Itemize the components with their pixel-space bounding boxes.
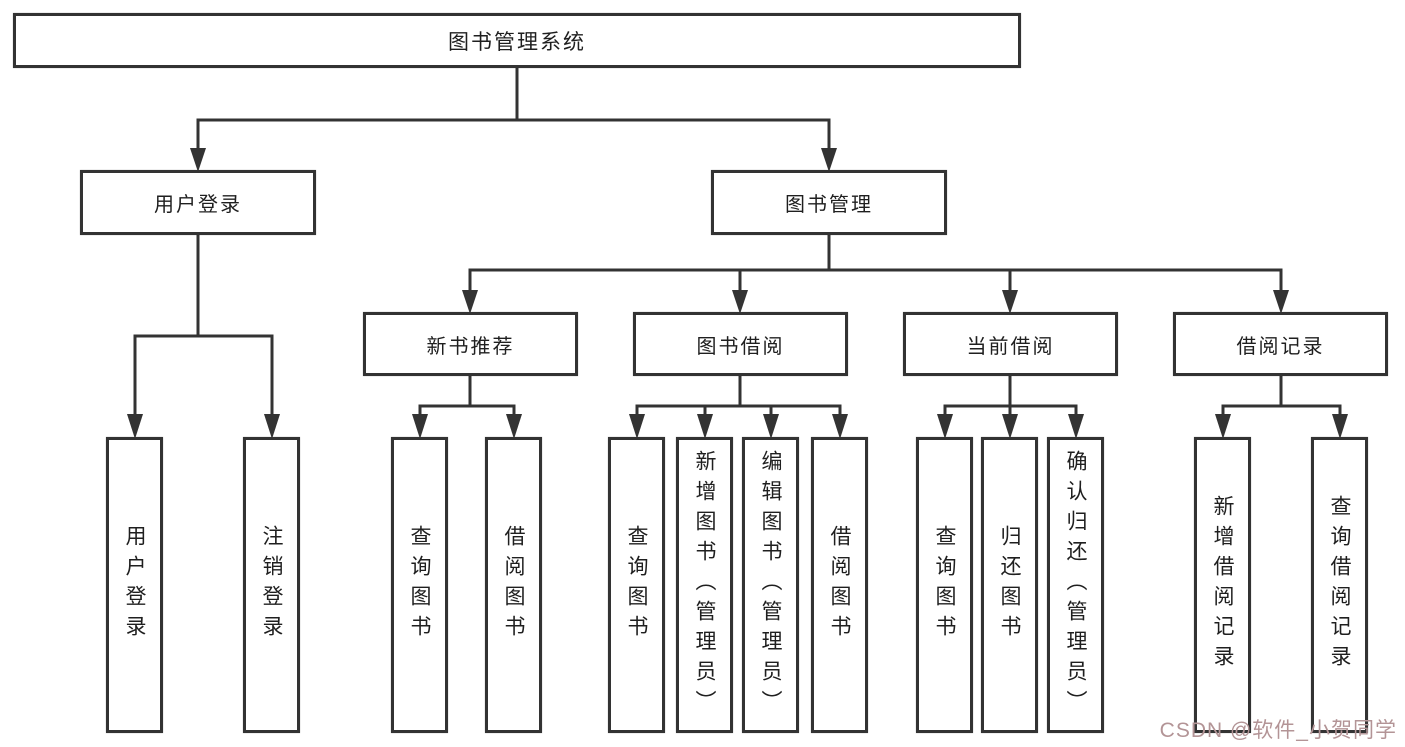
node-label: 查询图书 — [933, 525, 956, 645]
node-cb-confirm-return-admin: 确认归还（管理员） — [1047, 437, 1104, 733]
node-user-login: 用户登录 — [80, 170, 316, 235]
arrow-down-icon — [1068, 414, 1084, 439]
new-book-recommend-branch — [412, 374, 522, 439]
arrow-down-icon — [412, 414, 428, 439]
arrow-down-icon — [763, 414, 779, 439]
book-borrow-branch — [629, 374, 848, 439]
node-br-query-record: 查询借阅记录 — [1311, 437, 1368, 733]
arrow-down-icon — [629, 414, 645, 439]
node-br-add-record: 新增借阅记录 — [1194, 437, 1251, 733]
arrow-down-icon — [1332, 414, 1348, 439]
node-label: 新书推荐 — [426, 335, 515, 358]
arrow-down-icon — [1002, 414, 1018, 439]
node-label: 图书管理 — [785, 194, 873, 216]
node-label: 当前借阅 — [966, 335, 1055, 358]
arrow-down-icon — [1002, 290, 1018, 314]
node-label: 查询借阅记录 — [1328, 495, 1351, 675]
arrow-down-icon — [937, 414, 953, 439]
node-label: 用户登录 — [154, 194, 242, 216]
node-label: 注销登录 — [260, 525, 283, 645]
node-bb-borrow-book: 借阅图书 — [811, 437, 868, 733]
node-logout: 注销登录 — [243, 437, 300, 733]
node-label: 借阅图书 — [502, 525, 525, 645]
arrow-down-icon — [127, 414, 143, 439]
node-label: 借阅记录 — [1236, 335, 1325, 358]
node-cb-query-book: 查询图书 — [916, 437, 973, 733]
node-borrow-record: 借阅记录 — [1173, 312, 1388, 376]
node-label: 新增借阅记录 — [1211, 495, 1234, 675]
borrow-record-branch — [1215, 374, 1348, 439]
node-label: 图书管理系统 — [448, 30, 586, 54]
node-label: 新增图书（管理员） — [693, 450, 716, 720]
book-management-branch — [462, 233, 1289, 314]
arrow-down-icon — [264, 414, 280, 439]
node-label: 图书借阅 — [696, 335, 785, 358]
node-bb-edit-book-admin: 编辑图书（管理员） — [742, 437, 799, 733]
node-user-login-action: 用户登录 — [106, 437, 163, 733]
node-root: 图书管理系统 — [13, 13, 1021, 68]
node-cb-return-book: 归还图书 — [981, 437, 1038, 733]
node-label: 确认归还（管理员） — [1064, 450, 1087, 720]
user-login-branch — [127, 233, 280, 439]
node-book-borrow: 图书借阅 — [633, 312, 848, 376]
root-branch — [190, 66, 837, 172]
node-label: 用户登录 — [123, 525, 146, 645]
node-label: 编辑图书（管理员） — [759, 450, 782, 720]
node-label: 借阅图书 — [828, 525, 851, 645]
node-label: 查询图书 — [625, 525, 648, 645]
node-nb-borrow-book: 借阅图书 — [485, 437, 542, 733]
node-label: 归还图书 — [998, 525, 1021, 645]
arrow-down-icon — [832, 414, 848, 439]
arrow-down-icon — [1273, 290, 1289, 314]
node-book-management: 图书管理 — [711, 170, 947, 235]
node-bb-query-book: 查询图书 — [608, 437, 665, 733]
arrow-down-icon — [1215, 414, 1231, 439]
node-current-borrow: 当前借阅 — [903, 312, 1118, 376]
arrow-down-icon — [190, 148, 206, 172]
csdn-watermark: CSDN @软件_小贺同学 — [1159, 719, 1397, 742]
node-new-book-recommend: 新书推荐 — [363, 312, 578, 376]
arrow-down-icon — [821, 148, 837, 172]
arrow-down-icon — [732, 290, 748, 314]
arrow-down-icon — [462, 290, 478, 314]
current-borrow-branch — [937, 374, 1084, 439]
arrow-down-icon — [506, 414, 522, 439]
node-label: 查询图书 — [408, 525, 431, 645]
node-nb-query-book: 查询图书 — [391, 437, 448, 733]
arrow-down-icon — [697, 414, 713, 439]
node-bb-add-book-admin: 新增图书（管理员） — [676, 437, 733, 733]
